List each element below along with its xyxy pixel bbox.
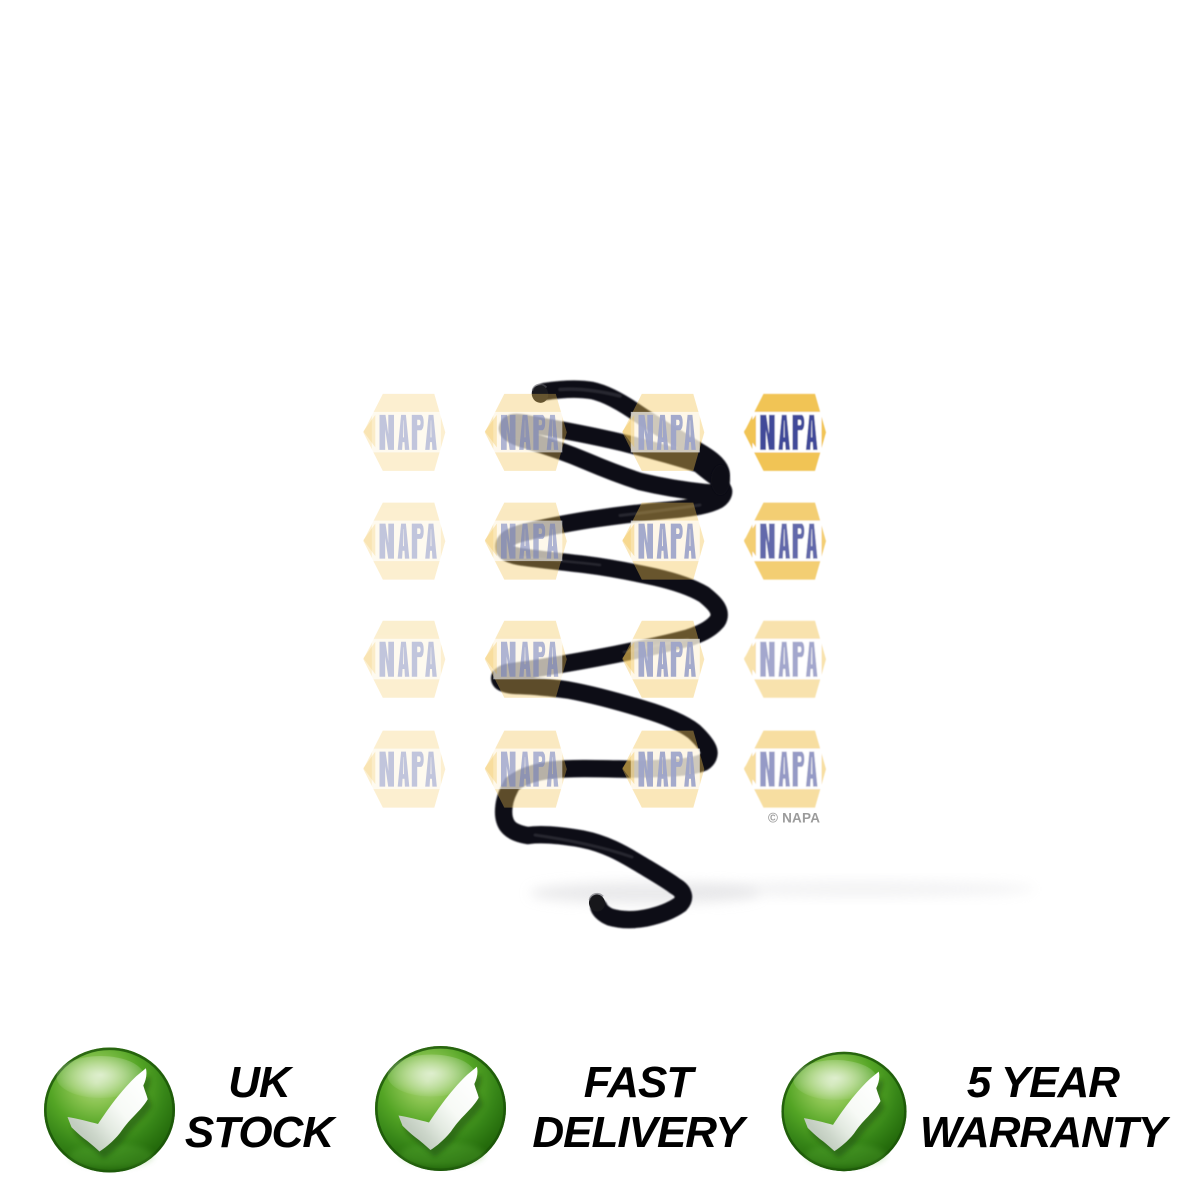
svg-text:© NAPA: © NAPA: [768, 811, 820, 826]
